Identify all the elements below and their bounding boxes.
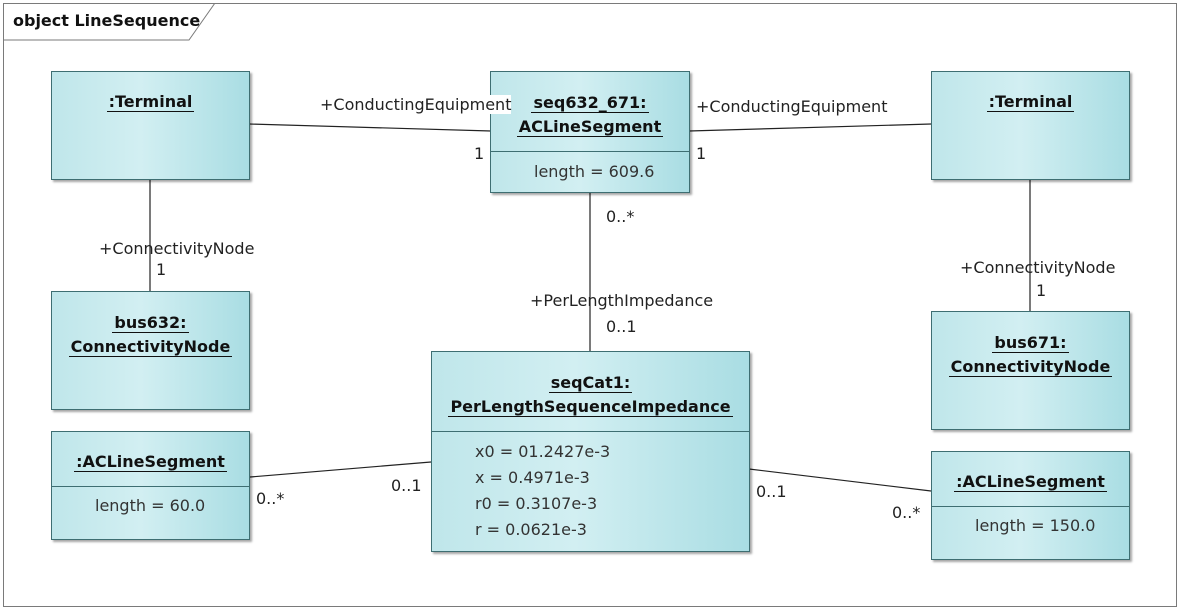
object-name-line2: ACLineSegment — [516, 117, 664, 137]
role-per-length-impedance: +PerLengthImpedance — [530, 291, 714, 310]
link-seqcat-segright — [748, 468, 932, 492]
segment-main-object[interactable]: seq632_671: ACLineSegment length = 609.6 — [490, 71, 690, 193]
attr-x0: x0 = 01.2427e-3 — [475, 442, 611, 461]
object-name: :ACLineSegment — [74, 452, 227, 472]
terminal-left-object[interactable]: :Terminal — [51, 71, 250, 180]
frame-tab — [3, 3, 216, 41]
object-name-line2: PerLengthSequenceImpedance — [448, 397, 733, 417]
mult-segment-left: 0..* — [256, 489, 285, 508]
mult-seqcat-left: 0..1 — [391, 476, 422, 495]
link-segleft-seqcat — [249, 461, 432, 478]
bus632-object[interactable]: bus632: ConnectivityNode — [51, 291, 250, 410]
role-conducting-equipment-right: +ConductingEquipment — [696, 97, 888, 116]
attr-length: length = 609.6 — [534, 162, 655, 181]
seqcat-object[interactable]: seqCat1: PerLengthSequenceImpedance x0 =… — [431, 351, 750, 552]
object-name-line1: seqCat1: — [548, 373, 633, 393]
mult-seqcat-right: 0..1 — [756, 482, 787, 501]
object-name-line1: bus671: — [992, 333, 1069, 353]
role-conducting-equipment-left: +ConductingEquipment — [320, 95, 512, 114]
terminal-right-object[interactable]: :Terminal — [931, 71, 1130, 180]
object-name-line1: seq632_671: — [531, 93, 649, 113]
mult-segment-right: 0..* — [892, 503, 921, 522]
object-name: :Terminal — [106, 92, 195, 112]
attr-length: length = 150.0 — [975, 516, 1096, 535]
mult-per-length-target: 0..1 — [606, 317, 637, 336]
frame-title: object LineSequence — [13, 11, 201, 30]
object-name: :Terminal — [986, 92, 1075, 112]
object-name-line1: bus632: — [112, 313, 189, 333]
segment-right-object[interactable]: :ACLineSegment length = 150.0 — [931, 451, 1130, 560]
mult-conducting-equipment-left: 1 — [474, 144, 485, 163]
attr-r: r = 0.0621e-3 — [475, 520, 587, 539]
diagram-frame — [3, 3, 1177, 607]
attr-length: length = 60.0 — [95, 496, 206, 515]
attr-r0: r0 = 0.3107e-3 — [475, 494, 598, 513]
object-name: :ACLineSegment — [954, 472, 1107, 492]
role-connectivity-node-left: +ConnectivityNode — [99, 239, 255, 258]
bus671-object[interactable]: bus671: ConnectivityNode — [931, 311, 1130, 430]
object-name-line2: ConnectivityNode — [68, 337, 233, 357]
segment-left-object[interactable]: :ACLineSegment length = 60.0 — [51, 431, 250, 540]
link-segment-terminal-right — [688, 123, 932, 132]
link-terminal-left-segment — [248, 123, 492, 132]
mult-connectivity-node-left: 1 — [156, 260, 167, 279]
role-connectivity-node-right: +ConnectivityNode — [960, 258, 1116, 277]
attr-x: x = 0.4971e-3 — [475, 468, 590, 487]
mult-connectivity-node-right: 1 — [1036, 281, 1047, 300]
mult-conducting-equipment-right: 1 — [696, 144, 707, 163]
object-name-line2: ConnectivityNode — [948, 357, 1113, 377]
mult-per-length-source: 0..* — [606, 207, 635, 226]
